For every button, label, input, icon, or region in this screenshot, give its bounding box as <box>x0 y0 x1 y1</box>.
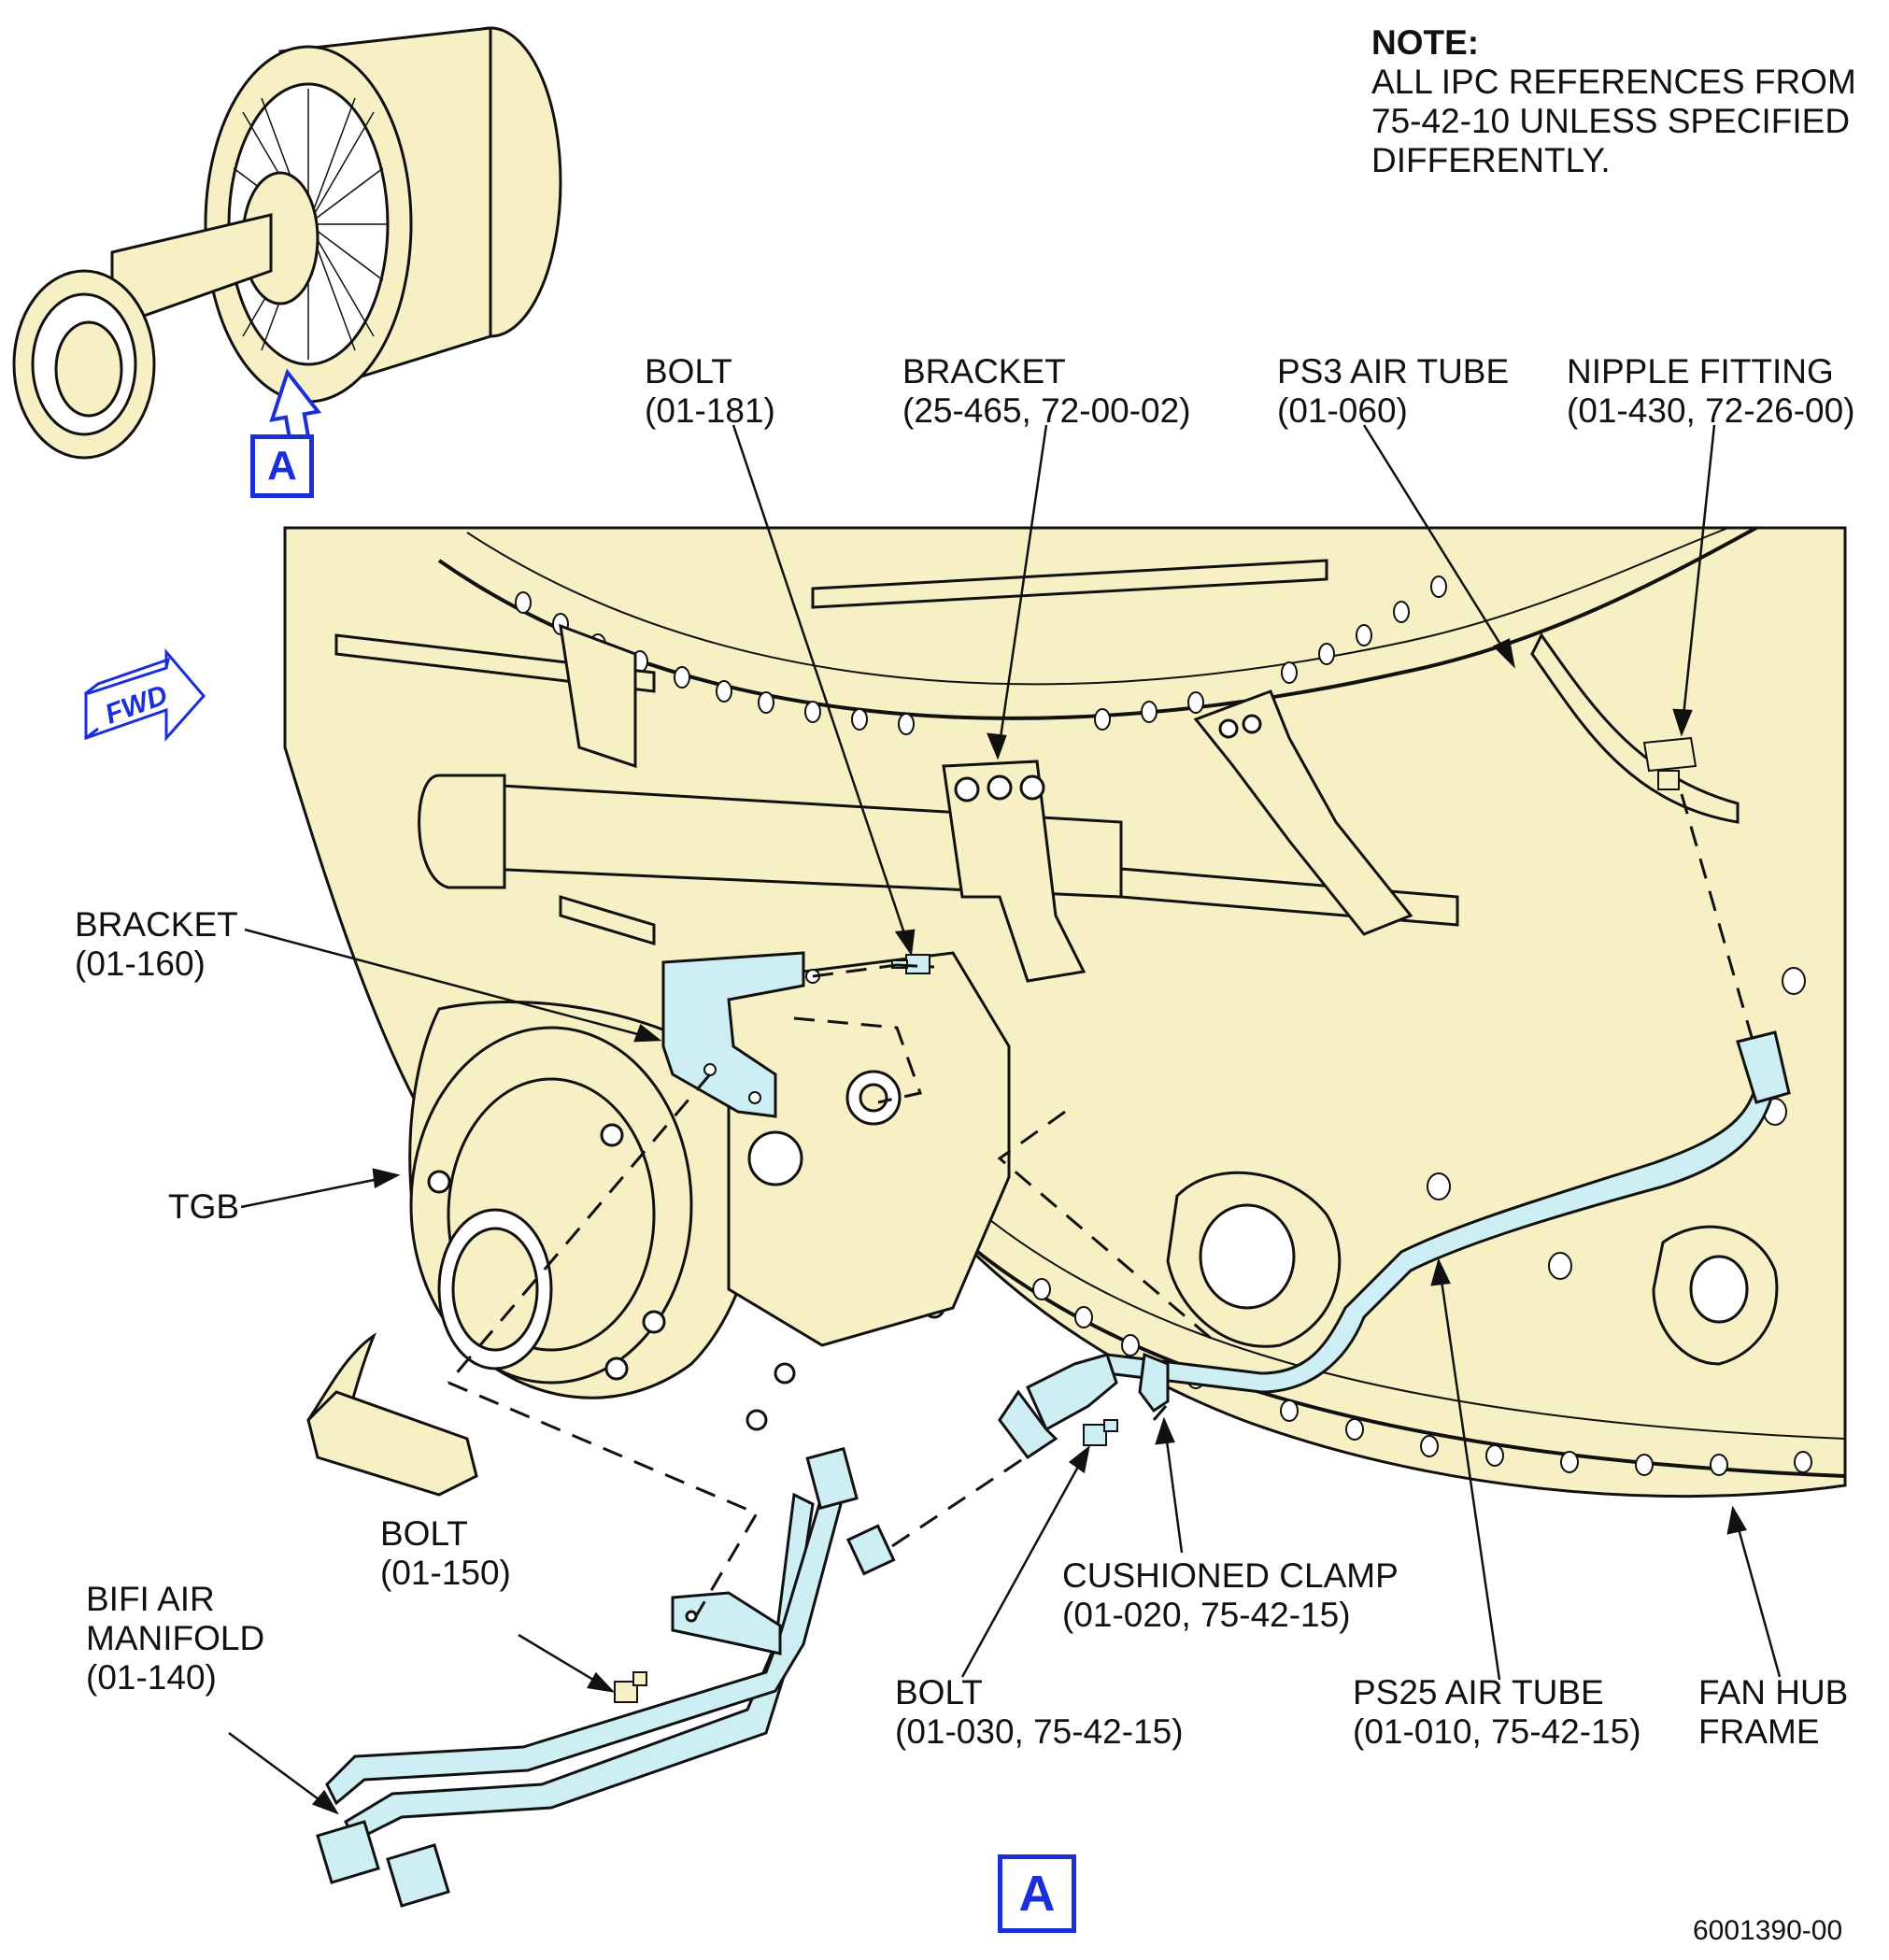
bifi-air-manifold-part <box>316 1446 896 1908</box>
frame-bolt-holes <box>515 575 1812 1476</box>
view-marker-main: A <box>998 1854 1076 1933</box>
callout-fan-hub-name: FAN HUB <box>1698 1673 1849 1711</box>
view-marker-locator: A <box>250 434 314 498</box>
callout-bracket-160-ref: (01-160) <box>75 944 206 983</box>
upper-brackets <box>559 623 1413 983</box>
callout-bolt-181-ref: (01-181) <box>645 391 775 430</box>
note-line-2: 75-42-10 UNLESS SPECIFIED <box>1371 102 1851 140</box>
callout-bolt-181-name: BOLT <box>645 352 732 391</box>
callout-bolt-150-ref: (01-150) <box>380 1554 511 1592</box>
nipple-fitting-part <box>1642 736 1697 790</box>
callout-bifi-name: BIFI AIR <box>86 1580 215 1618</box>
note-line-3: DIFFERENTLY. <box>1371 141 1611 179</box>
callout-ps3-ref: (01-060) <box>1277 391 1408 430</box>
callout-fan-hub-name2: FRAME <box>1698 1712 1820 1751</box>
callout-clamp-ref: (01-020, 75-42-15) <box>1062 1596 1351 1634</box>
bolt-150-part <box>614 1671 647 1703</box>
callout-clamp-name: CUSHIONED CLAMP <box>1062 1556 1399 1595</box>
callout-bolt-030-ref: (01-030, 75-42-15) <box>895 1712 1184 1751</box>
callout-bracket-465-ref: (25-465, 72-00-02) <box>902 391 1191 430</box>
figure-number: 6001390-00 <box>1693 1915 1843 1946</box>
tgb-gearbox <box>306 1001 945 1497</box>
callout-nipple-name: NIPPLE FITTING <box>1567 352 1834 391</box>
ps25-coupling <box>998 1353 1118 1460</box>
cushioned-clamp-part <box>1138 1352 1170 1413</box>
fwd-arrow-icon <box>84 647 206 742</box>
callout-bolt-150-name: BOLT <box>380 1514 468 1553</box>
view-arrow-icon <box>269 368 322 457</box>
callout-ps25-ref: (01-010, 75-42-15) <box>1353 1712 1641 1751</box>
note-title: NOTE: <box>1371 23 1480 62</box>
gearbox-housing <box>727 951 1779 1366</box>
callout-ps25-name: PS25 AIR TUBE <box>1353 1673 1604 1711</box>
callout-bracket-465-name: BRACKET <box>902 352 1066 391</box>
callout-bolt-030-name: BOLT <box>895 1673 983 1711</box>
engine-locator-view <box>12 26 562 460</box>
installation-dash-lines <box>447 793 1754 1617</box>
bracket-160-part <box>661 951 805 1118</box>
callout-tgb-name: TGB <box>168 1187 240 1226</box>
callout-bracket-160-name: BRACKET <box>75 905 238 944</box>
callout-leader-lines <box>228 424 1782 1815</box>
callout-nipple-ref: (01-430, 72-26-00) <box>1567 391 1855 430</box>
note-line-1: ALL IPC REFERENCES FROM <box>1371 63 1856 101</box>
callout-bifi-ref: (01-140) <box>86 1658 217 1697</box>
bolt-030-part <box>1083 1419 1118 1446</box>
callout-bifi-name2: MANIFOLD <box>86 1619 265 1657</box>
callout-ps3-name: PS3 AIR TUBE <box>1277 352 1510 391</box>
